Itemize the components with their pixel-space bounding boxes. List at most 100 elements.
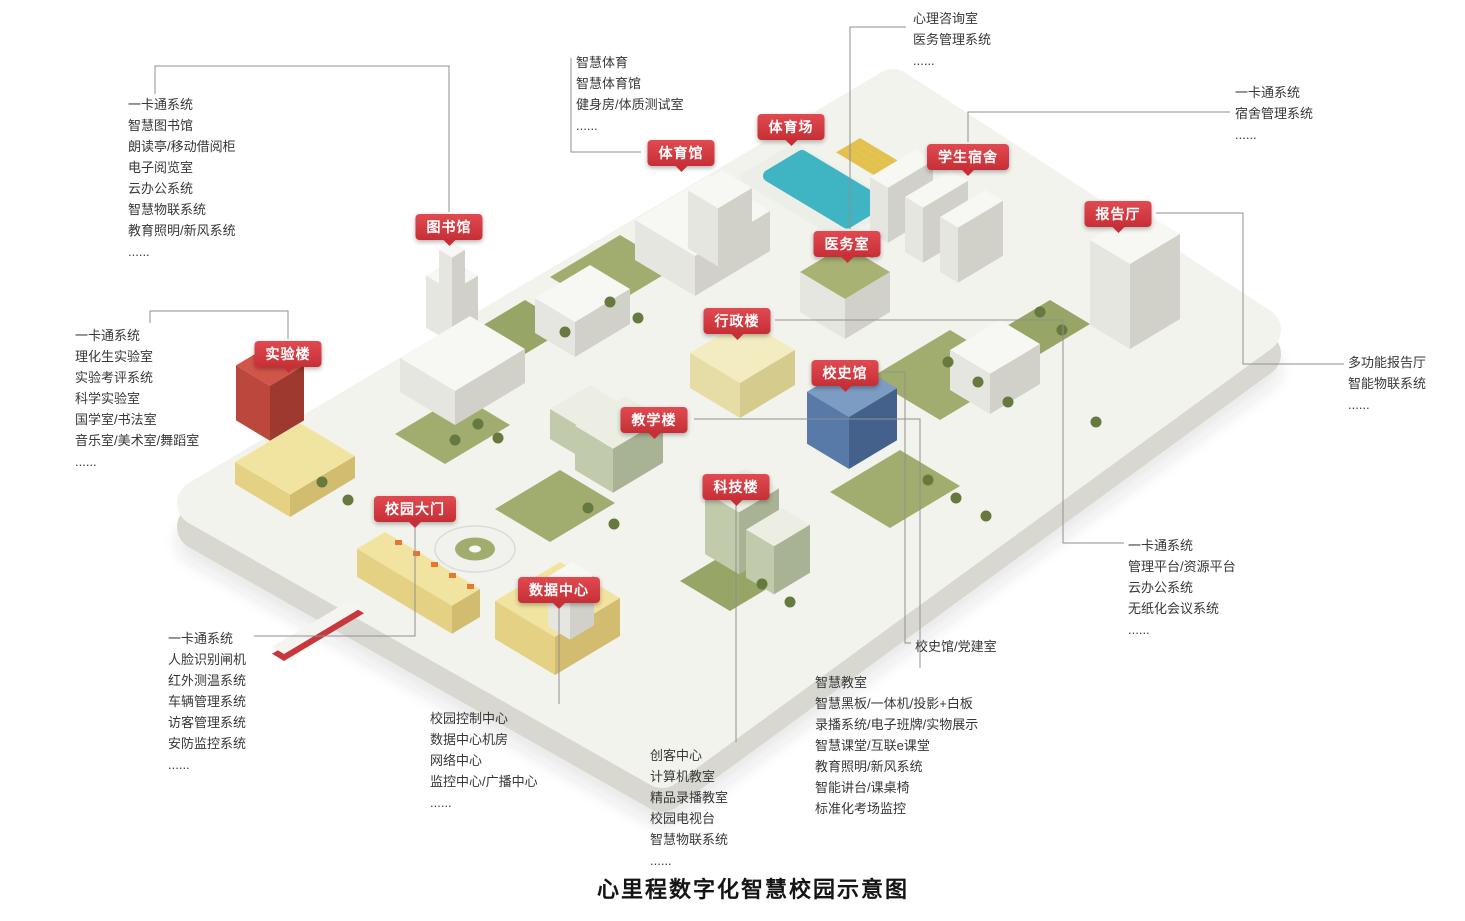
connector-admin [775,319,1124,544]
building-lecture-hall-tower [1090,210,1180,349]
annotation-line: 智慧黑板/一体机/投影+白板 [815,696,973,711]
annotation-line: 精品录播教室 [650,790,729,805]
tree [316,476,328,488]
label-tech-building: 科技楼 [702,474,770,500]
annotation-line: ...... [576,118,598,133]
bleacher-row [854,138,906,170]
annotation-line: 教育照明/新风系统 [128,223,236,238]
tree [492,432,504,444]
annotation-line: 红外测温系统 [168,673,247,688]
tree [942,356,954,368]
annotation-line: 校园控制中心 [430,711,509,726]
connector-lecture-hall [1156,212,1344,365]
annotation-line: ...... [913,53,935,68]
building-campus-gate-building [357,532,480,634]
bleacher-row [836,148,888,180]
building-classroom-annex [535,265,630,357]
tree [972,376,984,388]
gate-accent [413,551,420,556]
annotation-line: 云办公系统 [128,181,194,196]
tree [1034,306,1046,318]
building-office-annex [950,320,1040,414]
annotation-tech-building-systems: 创客中心计算机教室精品录播教室校园电视台智慧物联系统...... [650,745,728,871]
annotation-line: 智慧物联系统 [128,202,207,217]
annotation-line: 智慧体育 [576,55,629,70]
annotation-line: 一卡通系统 [128,97,194,112]
annotation-line: 数据中心机房 [430,732,509,747]
annotation-line: 智慧物联系统 [650,832,729,847]
label-data-center: 数据中心 [518,577,600,603]
annotation-line: 健身房/体质测试室 [576,97,684,112]
annotation-line: 一卡通系统 [1128,538,1194,553]
label-laboratory: 实验楼 [254,341,322,367]
label-teaching-building: 教学楼 [620,407,688,433]
tree [950,492,962,504]
bleacher-row [842,145,894,177]
tree [472,418,484,430]
annotation-line: ...... [650,853,672,868]
annotation-admin-systems: 一卡通系统管理平台/资源平台云办公系统无纸化会议系统...... [1128,535,1236,640]
annotation-line: 访客管理系统 [168,715,247,730]
roundabout-center [469,545,481,553]
annotation-line: 智慧教室 [815,675,868,690]
diagram-caption: 心里程数字化智慧校园示意图 [596,877,910,902]
annotation-library-systems: 一卡通系统智慧图书馆朗读亭/移动借阅柜电子阅览室云办公系统智慧物联系统教育照明/… [128,94,236,262]
gate-accent [467,584,474,589]
connector-laboratory [149,310,289,339]
tree [559,326,571,338]
annotation-dormitory-systems: 一卡通系统宿舍管理系统...... [1235,82,1313,145]
annotation-line: 多功能报告厅 [1348,355,1427,370]
tree [604,296,616,308]
annotation-line: ...... [1128,622,1150,637]
annotation-line: 网络中心 [430,753,483,768]
annotation-line: 实验考评系统 [75,370,154,385]
annotation-line: 创客中心 [650,748,703,763]
annotation-line: 心理咨询室 [913,11,979,26]
connector-lines [149,26,1344,742]
label-history-museum: 校史馆 [811,360,879,386]
tree [1002,396,1014,408]
annotation-line: 校史馆/党建室 [915,639,997,654]
gate-accent [431,562,438,567]
annotation-line: 安防监控系统 [168,736,247,751]
tree [608,518,620,530]
tree [1056,324,1068,336]
building-gymnasium-roof-block [688,170,752,267]
annotation-laboratory-systems: 一卡通系统理化生实验室实验考评系统科学实验室国学室/书法室音乐室/美术室/舞蹈室… [75,325,199,472]
tree [632,312,644,324]
lawn-patch [495,470,615,542]
annotation-line: 监控中心/广播中心 [430,774,538,789]
annotation-line: 一卡通系统 [75,328,141,343]
building-library-spire [439,242,465,336]
annotation-line: 国学室/书法室 [75,412,157,427]
annotation-history-museum-room: 校史馆/党建室 [915,636,997,657]
tree [784,596,796,608]
annotation-line: 云办公系统 [1128,580,1194,595]
roundabout [434,525,516,573]
tree [922,474,934,486]
connector-library [154,65,450,212]
annotation-medical-systems: 心理咨询室医务管理系统...... [913,8,991,71]
lawn-patch [395,395,510,464]
annotation-line: 人脸识别闸机 [168,652,247,667]
annotation-line: 管理平台/资源平台 [1128,559,1236,574]
swimming-pool [763,150,886,229]
label-lecture-hall: 报告厅 [1084,201,1152,227]
annotation-classroom-systems: 智慧教室智慧黑板/一体机/投影+白板录播系统/电子班牌/实物展示智慧课堂/互联e… [815,672,978,819]
connector-dormitory [967,111,1230,142]
annotation-line: 一卡通系统 [168,631,234,646]
annotation-line: 电子阅览室 [128,160,194,175]
annotation-line: ...... [1235,127,1257,142]
annotation-line: 一卡通系统 [1235,85,1301,100]
annotation-line: 校园电视台 [650,811,716,826]
building-tech-tower-b [746,508,810,595]
tree [980,510,992,522]
gate-accent [449,573,456,578]
tree [342,494,354,506]
annotation-line: 理化生实验室 [75,349,154,364]
annotation-line: 标准化考场监控 [815,801,907,816]
annotation-line: 朗读亭/移动借阅柜 [128,139,236,154]
annotation-line: ...... [1348,397,1370,412]
gate-accent [395,540,402,545]
